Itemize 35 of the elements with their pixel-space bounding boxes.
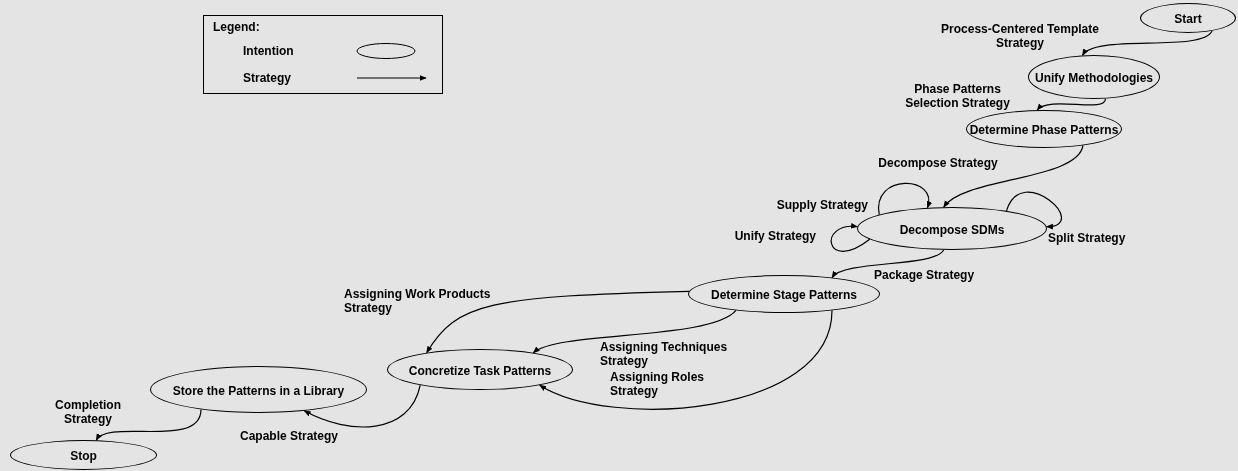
- strategy-arrow: [539, 309, 833, 410]
- intention-label: Determine Phase Patterns: [969, 123, 1119, 137]
- strategy-arrow: [830, 223, 871, 252]
- strategy-arrow: [878, 182, 932, 216]
- edge-label: Split Strategy: [1048, 231, 1127, 245]
- edge-label: Process-Centered Template Strategy: [940, 22, 1100, 50]
- strategy-arrow: [831, 249, 945, 279]
- edge-label: Decompose Strategy: [877, 156, 999, 170]
- strategy-arrow: [1005, 191, 1063, 229]
- edge-label: Phase Patterns Selection Strategy: [904, 82, 1011, 110]
- edge-label: Capable Strategy: [240, 429, 340, 443]
- strategy-arrow: [1036, 98, 1107, 111]
- legend-text: Intention: [243, 44, 294, 58]
- strategy-arrow: [426, 290, 690, 354]
- intention-label: Stop: [70, 449, 97, 463]
- edge-label: Unify Strategy: [733, 229, 816, 243]
- strategy-arrow: [532, 309, 737, 354]
- edge-label: Supply Strategy: [775, 198, 868, 212]
- legend-title: Legend:: [213, 20, 260, 34]
- intention-label: Store the Patterns in a Library: [172, 383, 345, 398]
- legend-text: Strategy: [243, 71, 292, 85]
- strategy-arrow: [943, 144, 1084, 208]
- edge-label: Completion Strategy: [54, 398, 122, 426]
- strategy-arrow: [303, 384, 421, 428]
- intention-label: Determine Stage Patterns: [710, 288, 858, 302]
- intention-label: Concretize Task Patterns: [408, 363, 552, 378]
- strategy-arrow: [95, 408, 202, 441]
- intention-label: Decompose SDMs: [899, 222, 1005, 237]
- edge-label: Package Strategy: [874, 268, 976, 282]
- edge-label: Assigning Work Products Strategy: [344, 287, 492, 315]
- intention-label: Start: [1174, 12, 1202, 26]
- edge-label: Assigning Roles Strategy: [610, 370, 705, 398]
- strategy-arrow: [1081, 30, 1213, 56]
- intention-label: Unify Methodologies: [1035, 71, 1153, 85]
- edge-label: Assigning Techniques Strategy: [600, 340, 729, 368]
